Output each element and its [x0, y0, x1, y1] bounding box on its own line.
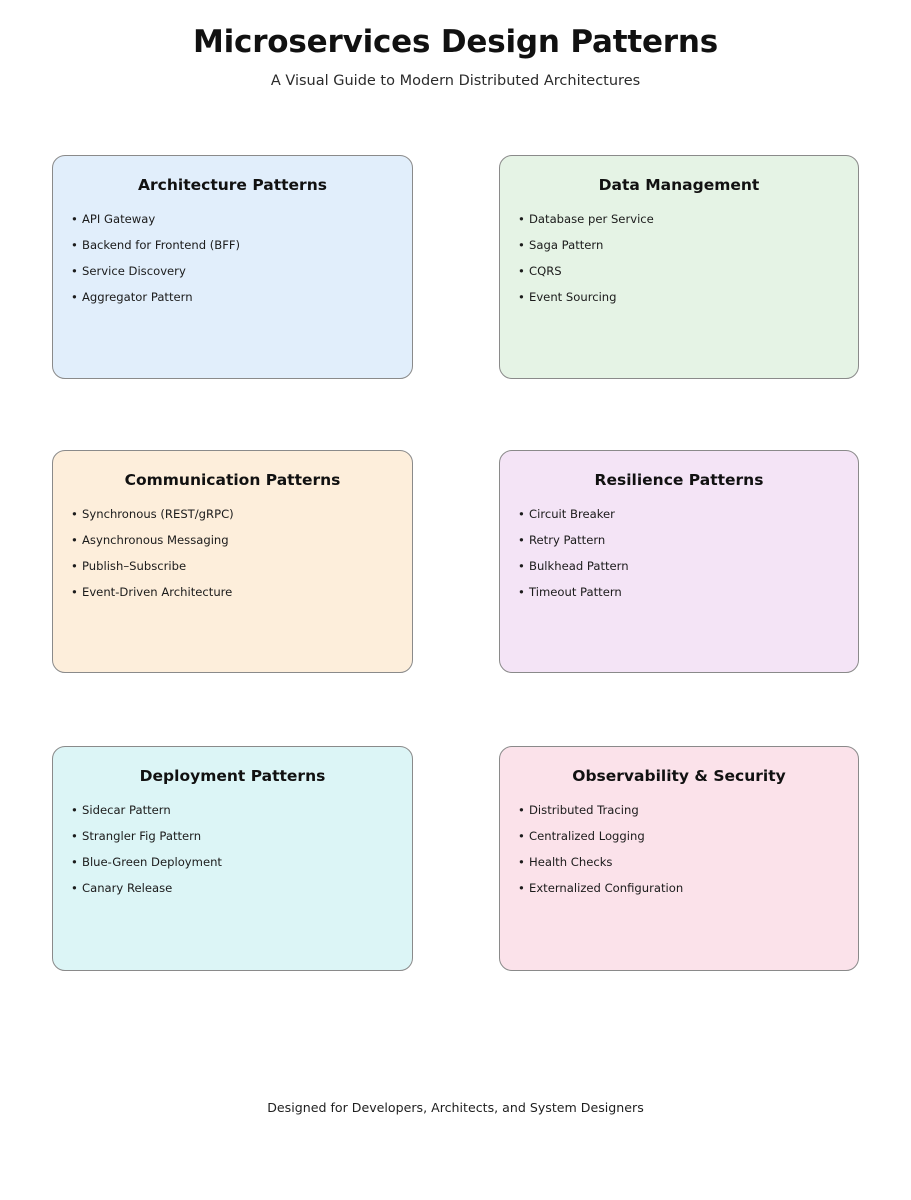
bullet-icon: •: [71, 585, 78, 600]
page-title: Microservices Design Patterns: [192, 24, 719, 60]
list-item: • Timeout Pattern: [518, 585, 858, 600]
bullet-icon: •: [518, 263, 525, 278]
list-item: • Sidecar Pattern: [71, 802, 412, 817]
bullet-icon: •: [71, 263, 78, 278]
poster-header: Microservices Design Patterns A Visual G…: [0, 0, 911, 90]
list-item: • Centralized Logging: [518, 828, 858, 843]
card-title: Communication Patterns: [124, 471, 341, 489]
card-title: Observability & Security: [572, 767, 786, 785]
list-item: • Blue-Green Deployment: [71, 854, 412, 869]
list-item: • Database per Service: [518, 211, 858, 226]
bullet-icon: •: [518, 211, 525, 226]
bullet-icon: •: [71, 854, 78, 869]
list-item: • Bulkhead Pattern: [518, 558, 858, 573]
list-item-label: Saga Pattern: [529, 237, 604, 252]
list-item-label: Centralized Logging: [529, 828, 645, 843]
card-title: Data Management: [598, 176, 760, 194]
bullet-icon: •: [518, 558, 525, 573]
list-item-label: Health Checks: [529, 854, 613, 869]
list-item-label: Bulkhead Pattern: [529, 558, 629, 573]
list-item-label: Timeout Pattern: [529, 585, 622, 600]
poster-footer: Designed for Developers, Architects, and…: [267, 1100, 644, 1115]
bullet-icon: •: [71, 290, 78, 305]
card-item-list: • Circuit Breaker • Retry Pattern • Bulkhead …: [500, 490, 858, 599]
bullet-icon: •: [71, 506, 78, 521]
list-item: • API Gateway: [71, 211, 412, 226]
bullet-icon: •: [71, 881, 78, 896]
list-item: • Event-Driven Architecture: [71, 585, 412, 600]
list-item-label: Event Sourcing: [529, 290, 617, 305]
card-item-list: • Sidecar Pattern • Strangler Fig Pattern • B…: [53, 786, 412, 895]
list-item-label: Circuit Breaker: [529, 506, 615, 521]
card-communication-patterns[interactable]: Communication Patterns • Synchronous (RES…: [52, 450, 413, 673]
list-item-label: Sidecar Pattern: [82, 802, 171, 817]
card-observability-security[interactable]: Observability & Security • Distributed Tr…: [499, 746, 859, 971]
list-item: • Health Checks: [518, 854, 858, 869]
card-item-list: • Distributed Tracing • Centralized Logging…: [500, 786, 858, 895]
list-item: • Service Discovery: [71, 263, 412, 278]
bullet-icon: •: [518, 854, 525, 869]
list-item: • Retry Pattern: [518, 532, 858, 547]
list-item-label: Externalized Configuration: [529, 881, 684, 896]
list-item: • Publish–Subscribe: [71, 558, 412, 573]
card-item-list: • Synchronous (REST/gRPC) • Asynchronous Me…: [53, 490, 412, 599]
list-item: • Backend for Frontend (BFF): [71, 237, 412, 252]
list-item: • CQRS: [518, 263, 858, 278]
card-data-management[interactable]: Data Management • Database per Service • Sa…: [499, 155, 859, 379]
bullet-icon: •: [518, 532, 525, 547]
list-item-label: Aggregator Pattern: [82, 290, 193, 305]
page-subtitle: A Visual Guide to Modern Distributed Arc…: [270, 72, 641, 89]
bullet-icon: •: [518, 237, 525, 252]
list-item-label: Retry Pattern: [529, 532, 606, 547]
list-item-label: Publish–Subscribe: [82, 558, 187, 573]
card-resilience-patterns[interactable]: Resilience Patterns • Circuit Breaker • Ret…: [499, 450, 859, 673]
bullet-icon: •: [518, 828, 525, 843]
bullet-icon: •: [518, 802, 525, 817]
bullet-icon: •: [71, 558, 78, 573]
list-item-label: Asynchronous Messaging: [82, 532, 229, 547]
card-title: Architecture Patterns: [138, 176, 327, 194]
bullet-icon: •: [71, 828, 78, 843]
bullet-icon: •: [518, 881, 525, 896]
list-item: • Circuit Breaker: [518, 506, 858, 521]
card-item-list: •Database per Service•Saga Pattern•CQRS•…: [500, 195, 858, 304]
list-item: • Event Sourcing: [518, 290, 858, 305]
card-deployment-patterns[interactable]: Deployment Patterns • Sidecar Pattern • Str…: [52, 746, 413, 971]
list-item: • Distributed Tracing: [518, 802, 858, 817]
list-item: • Asynchronous Messaging: [71, 532, 412, 547]
list-item-label: Strangler Fig Pattern: [82, 828, 202, 843]
list-item-label: CQRS: [529, 263, 562, 278]
card-title: Deployment Patterns: [139, 767, 326, 785]
bullet-icon: •: [71, 802, 78, 817]
list-item: • Synchronous (REST/gRPC): [71, 506, 412, 521]
bullet-icon: •: [518, 290, 525, 305]
list-item-label: API Gateway: [82, 211, 156, 226]
list-item-label: Distributed Tracing: [529, 802, 639, 817]
card-item-list: •API Gateway•Backend for Frontend (BFF)•…: [53, 195, 412, 304]
bullet-icon: •: [518, 585, 525, 600]
bullet-icon: •: [518, 506, 525, 521]
list-item: • Saga Pattern: [518, 237, 858, 252]
list-item-label: Event-Driven Architecture: [82, 585, 233, 600]
list-item: • Canary Release: [71, 881, 412, 896]
card-title: Resilience Patterns: [594, 471, 764, 489]
list-item-label: Synchronous (REST/gRPC): [82, 506, 234, 521]
list-item-label: Blue-Green Deployment: [82, 854, 222, 869]
list-item: • Aggregator Pattern: [71, 290, 412, 305]
bullet-icon: •: [71, 532, 78, 547]
list-item-label: Database per Service: [529, 211, 654, 226]
bullet-icon: •: [71, 211, 78, 226]
list-item: • Strangler Fig Pattern: [71, 828, 412, 843]
card-architecture-patterns[interactable]: Architecture Patterns • API Gateway • Backe…: [52, 155, 413, 379]
list-item-label: Service Discovery: [82, 263, 186, 278]
bullet-icon: •: [71, 237, 78, 252]
list-item-label: Canary Release: [82, 881, 173, 896]
list-item-label: Backend for Frontend (BFF): [82, 237, 241, 252]
list-item: • Externalized Configuration: [518, 881, 858, 896]
